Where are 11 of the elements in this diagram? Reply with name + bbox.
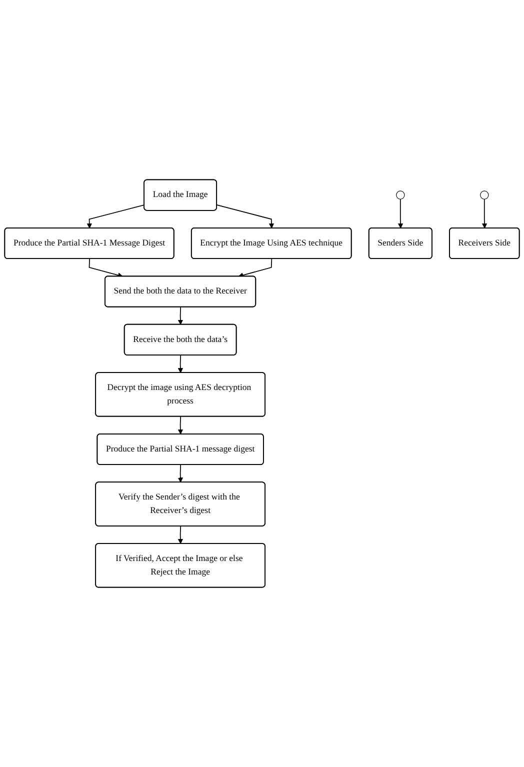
- arrow: [178, 416, 184, 434]
- arrow: [86, 204, 145, 228]
- arrow: [178, 464, 184, 483]
- arrow: [398, 198, 404, 228]
- arrow: [216, 204, 274, 228]
- arrow: [178, 306, 184, 325]
- arrow: [178, 526, 184, 544]
- arrow: [482, 198, 488, 228]
- arrow: [178, 354, 184, 374]
- arrow: [88, 258, 123, 278]
- arrow: [238, 258, 272, 278]
